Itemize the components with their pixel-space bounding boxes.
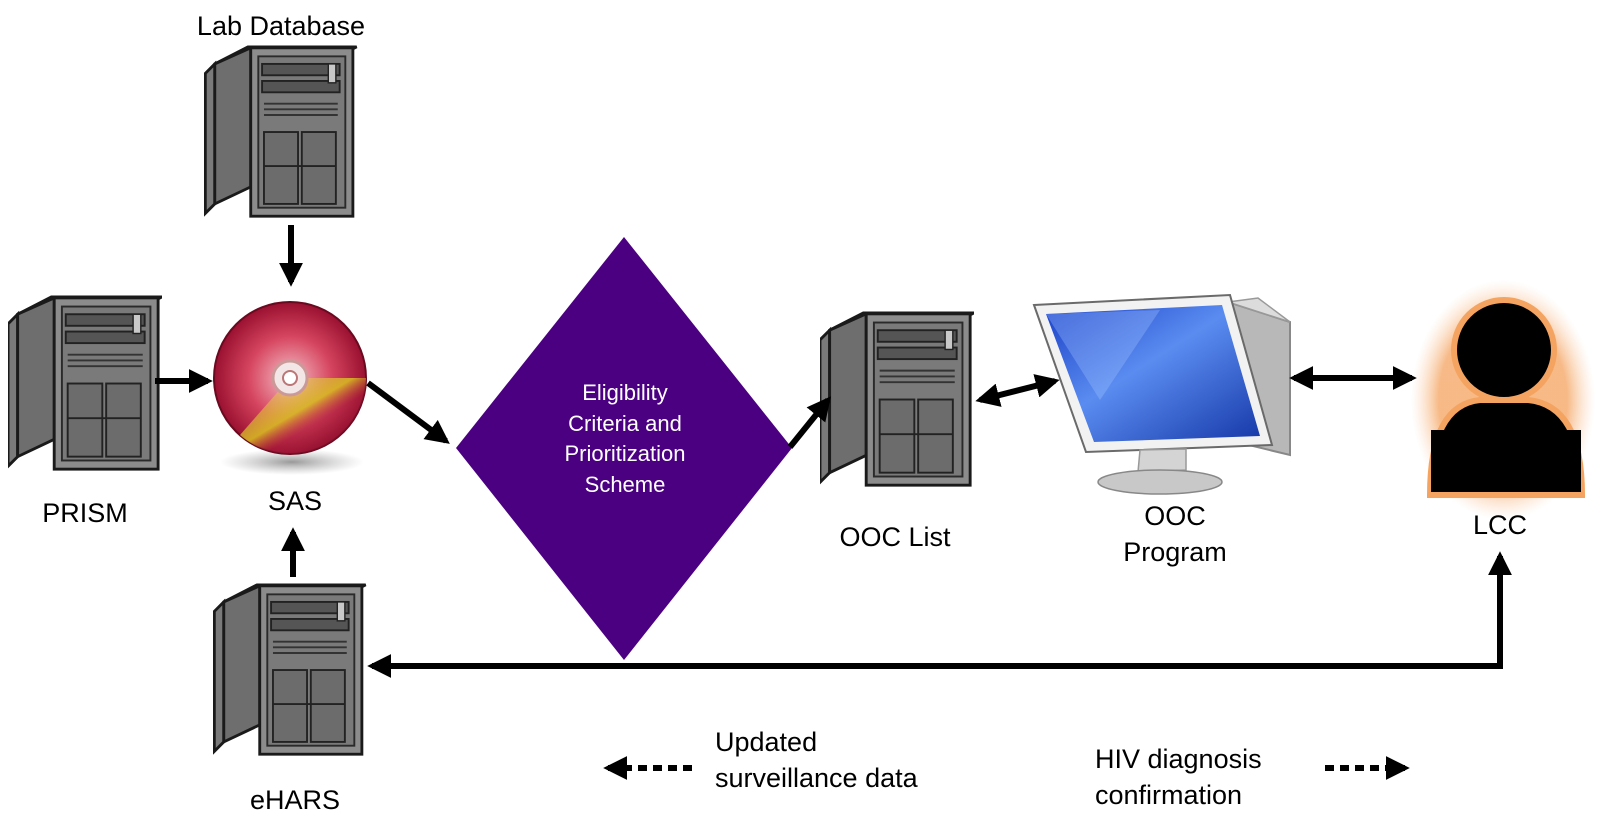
eligibility-text: Eligibility Criteria and Prioritization … — [520, 378, 730, 500]
legend-hiv-line-1: HIV diagnosis — [1095, 744, 1262, 774]
legend-updated-line-1: Updated — [715, 727, 818, 757]
arrow-sas-to-diamond — [366, 380, 450, 444]
label-ooc-program: OOC Program — [1090, 498, 1260, 570]
ehars-server — [213, 583, 367, 756]
arrows — [155, 225, 1512, 780]
arrow-lcc-to-ehars — [367, 551, 1512, 678]
label-sas: SAS — [267, 486, 323, 516]
ooc-program-monitor — [1032, 293, 1291, 495]
label-lcc: LCC — [1472, 510, 1527, 540]
legend-hiv-line-2: confirmation — [1095, 780, 1243, 810]
arrow-diamond-to-ooclist — [787, 396, 832, 449]
legend-hiv-confirmation: HIV diagnosis confirmation — [1095, 741, 1262, 813]
label-prism: PRISM — [42, 498, 128, 528]
eligibility-line-3: Prioritization — [564, 441, 686, 466]
ooc-program-line-2: Program — [1123, 537, 1227, 567]
eligibility-line-4: Scheme — [584, 471, 666, 497]
eligibility-diamond — [456, 237, 792, 660]
sas-disc — [213, 301, 367, 475]
eligibility-line-2: Criteria and — [568, 410, 682, 436]
label-ooc-list: OOC List — [839, 522, 951, 552]
lab-database-server — [204, 45, 358, 218]
lcc-person — [1411, 280, 1595, 520]
server-icon — [204, 45, 358, 218]
prism-server — [8, 295, 162, 471]
legend-updated-data: Updated surveillance data — [715, 724, 918, 796]
legend-updated-line-2: surveillance data — [715, 763, 918, 793]
ooc-program-line-1: OOC — [1144, 501, 1206, 531]
arrow-ooclist-program — [975, 374, 1060, 407]
label-lab-database: Lab Database — [196, 11, 366, 41]
person-icon — [1426, 297, 1586, 498]
label-ehars: eHARS — [249, 785, 341, 815]
server-icon — [213, 583, 367, 756]
server-icon — [820, 311, 974, 487]
server-icon — [8, 295, 162, 471]
ooc-list-server — [820, 311, 974, 487]
eligibility-line-1: Eligibility — [582, 380, 668, 405]
